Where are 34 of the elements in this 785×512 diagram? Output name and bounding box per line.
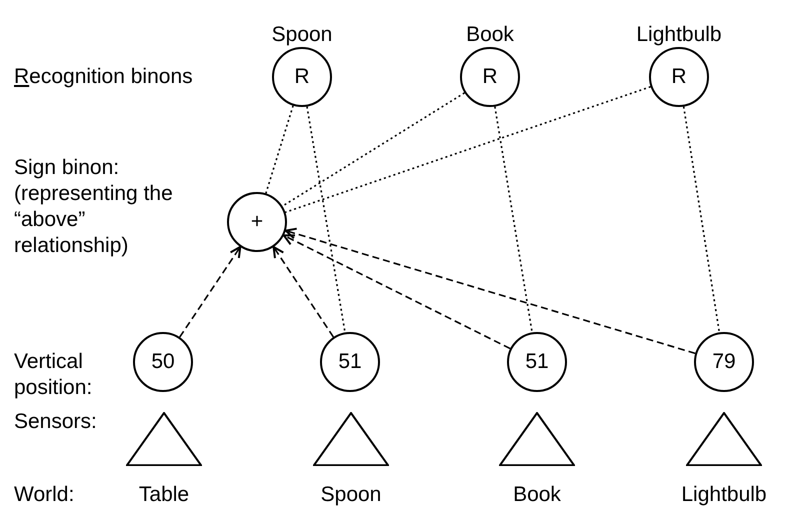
dashed-arrow [284,228,696,354]
sensor-triangle [499,412,575,466]
dotted-link [285,86,651,213]
row-label: World: [14,482,74,508]
sign-binon-circle: + [227,192,287,252]
world-object-label: Spoon [320,482,382,508]
position-circle: 51 [507,332,567,392]
dotted-link [265,105,294,194]
row-label: Sign binon: (representing the “above” relationship) [14,155,174,259]
position-circle: 51 [320,332,380,392]
dashed-arrow [282,234,511,350]
sensor-triangle [126,412,202,466]
row-label: Recognition binons [14,64,193,90]
dashed-arrow [179,246,242,338]
dashed-arrow [272,246,334,338]
sensor-triangle [313,412,389,466]
position-circle: 79 [694,332,754,392]
dotted-link [282,92,465,207]
dotted-link [494,106,533,333]
world-object-label: Book [513,482,561,508]
row-label: Vertical position: [14,349,94,401]
dotted-link [306,106,346,333]
world-object-label: Lightbulb [681,482,767,508]
object-name: Lightbulb [636,22,722,48]
sensor-triangle [686,412,762,466]
row-label: Sensors: [14,409,97,435]
recognition-binon-circle: R [460,47,520,107]
position-circle: 50 [133,332,193,392]
object-name: Spoon [272,22,332,48]
dotted-link [682,106,720,332]
object-name: Book [466,22,514,48]
recognition-binon-circle: R [272,47,332,107]
world-object-label: Table [138,482,190,508]
recognition-binon-circle: R [649,47,709,107]
